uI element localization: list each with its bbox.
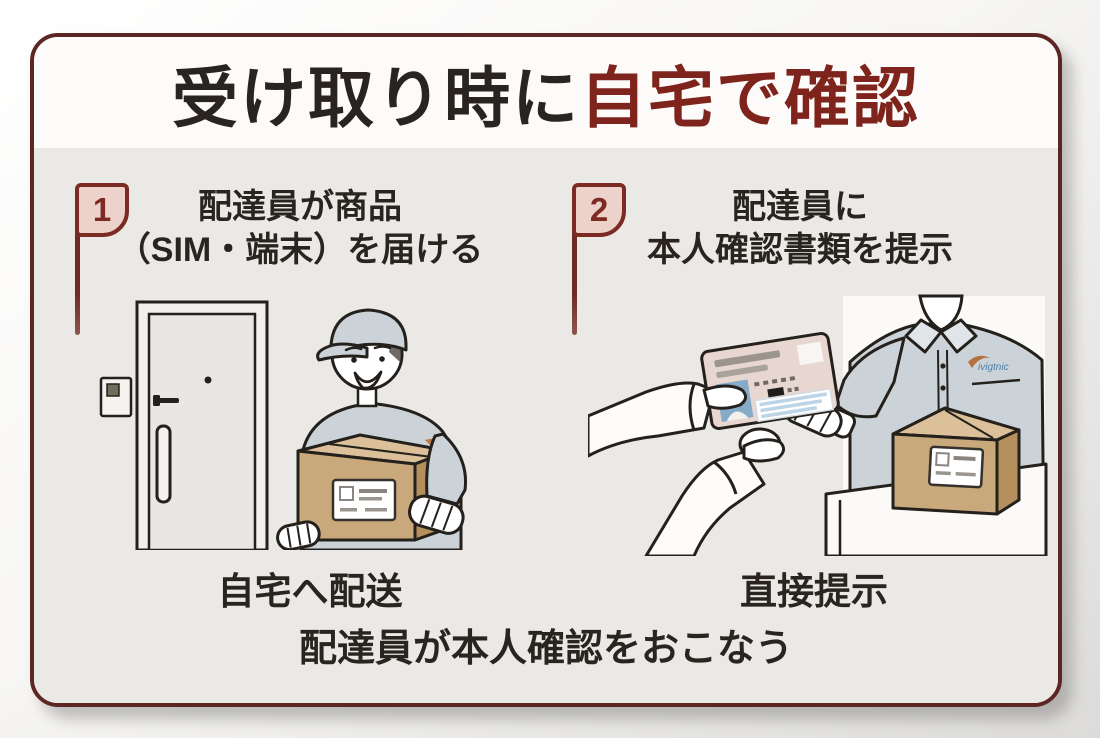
step-1-heading-line-2: （SIM・端末）を届ける [116,230,484,269]
step-1-flag-badge: 1 [75,183,131,335]
door-handle-icon [155,424,172,504]
shipping-label-icon [331,478,397,522]
uniform-logo-icon: ivigtnic [968,355,1009,373]
caption-direct-presentation: 直接提示 [740,571,888,612]
main-panel: 受け取り時に自宅で確認 1 配達員が商品 （SIM・端末）を届ける 2 配達員に… [30,33,1062,707]
courier-right-arm [408,432,468,535]
caption-home-delivery: 自宅へ配送 [217,571,403,612]
package-box-icon [891,406,1021,516]
step-2-heading: 配達員に 本人確認書類を提示 [590,186,1010,271]
flag-pole-icon [572,191,577,335]
footer-note: 配達員が本人確認をおこなう [298,628,793,670]
intercom-icon [99,376,133,418]
courier-cap-icon [329,308,408,353]
flag-pole-icon [75,191,80,335]
title-red-part: 自宅で確認 [580,60,920,135]
step-1-number: 1 [75,183,129,237]
step-2-flag-badge: 2 [572,183,628,335]
door-delivery-illustration [99,300,468,550]
id-text-lines [754,387,835,423]
step-2-heading-line-1: 配達員に [732,188,868,226]
door-icon [135,300,269,550]
title-band: 受け取り時に自宅で確認 [34,37,1058,148]
door-lock-icon [153,395,179,406]
uniform-logo-text: ivigtnic [978,362,1009,373]
courier-smile [353,370,383,390]
step-2-number: 2 [572,183,626,237]
step-1-heading-line-1: 配達員が商品 [198,188,402,226]
recipient-upper-arm [588,381,716,458]
courier-cap-brim [316,342,369,362]
step-1-heading: 配達員が商品 （SIM・端末）を届ける [90,186,510,271]
step-2-heading-line-2: 本人確認書類を提示 [647,230,953,269]
recipient-thumb-lower [742,438,785,463]
page-title: 受け取り時に自宅で確認 [172,45,920,141]
id-presentation-illustration: ivigtnic [588,294,1048,556]
recipient-thumb-upper [702,384,747,410]
courier-left-hand [276,520,321,550]
title-black-part: 受け取り時に [172,60,580,135]
peephole-icon [204,376,212,384]
courier-neck [918,294,964,332]
shipping-label-icon [927,445,985,489]
